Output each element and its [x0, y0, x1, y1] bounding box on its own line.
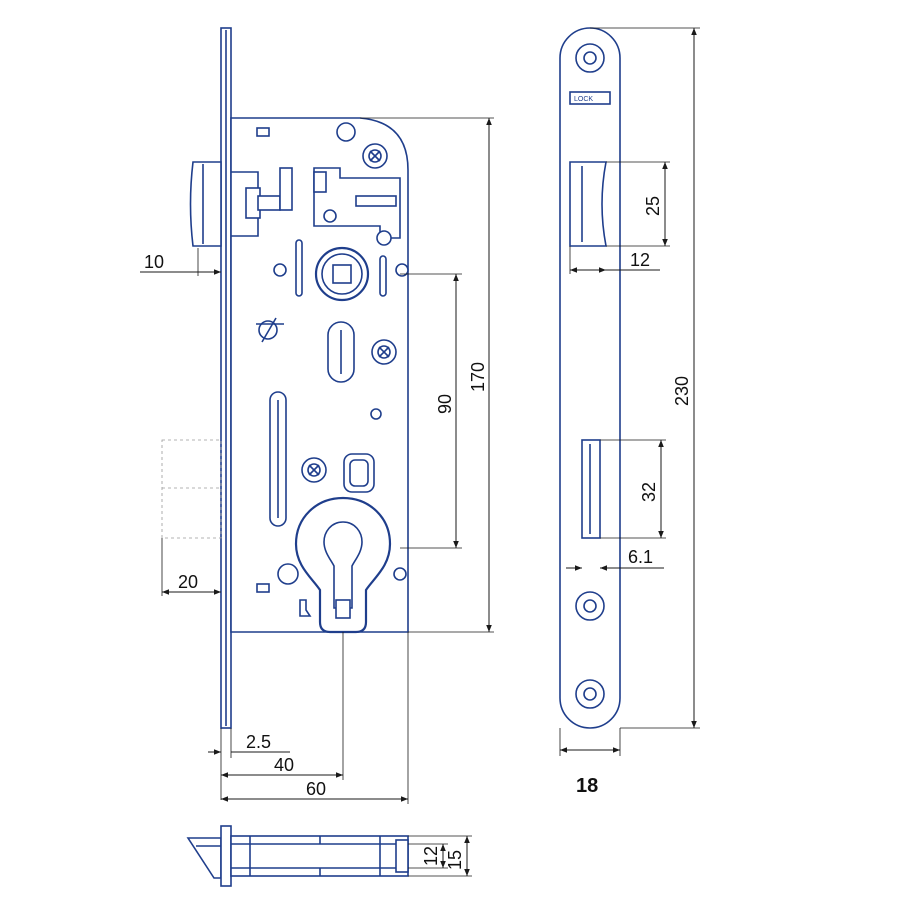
dim-40: 40 — [274, 755, 294, 775]
dim-10: 10 — [144, 252, 164, 272]
dim-12-side: 12 — [421, 846, 441, 866]
dim-230: 230 — [672, 376, 692, 406]
dim-20: 20 — [178, 572, 198, 592]
dim-6-1: 6.1 — [628, 547, 653, 567]
dim-32: 32 — [639, 482, 659, 502]
latch-tip — [186, 837, 222, 879]
lever-part — [256, 317, 284, 343]
faceplate-dimensions: 25 12 32 6.1 230 18 — [559, 27, 700, 797]
deadbolt-ghost — [161, 439, 222, 539]
dim-15-side: 15 — [445, 850, 465, 870]
dim-2-5: 2.5 — [246, 732, 271, 752]
mortise-lock-front-view — [161, 27, 409, 729]
latch-bolt — [189, 161, 293, 247]
faceplate-mark-box — [569, 91, 611, 105]
faceplate-outline — [559, 27, 621, 729]
faceplate-view: LOCK — [559, 27, 621, 729]
dim-12-top: 12 — [630, 250, 650, 270]
front-view-dimensions: 10 20 2.5 40 60 90 170 — [140, 117, 494, 804]
dim-60: 60 — [306, 779, 326, 799]
dim-18: 18 — [576, 775, 598, 797]
bolt-window — [581, 439, 601, 539]
latch-window — [569, 161, 607, 247]
dim-170: 170 — [468, 362, 488, 392]
dim-25: 25 — [643, 196, 663, 216]
lock-side-view — [186, 825, 409, 887]
spindle-follower — [273, 239, 409, 302]
side-view-dimensions: 12 15 — [408, 835, 472, 877]
dim-90: 90 — [435, 394, 455, 414]
faceplate-mark: LOCK — [574, 96, 593, 103]
